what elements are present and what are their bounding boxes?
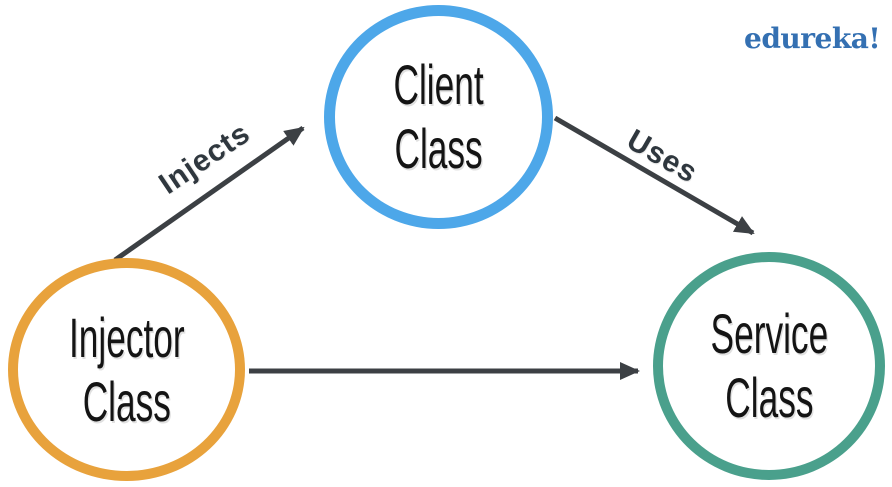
node-service-class: Service Class — [653, 252, 885, 480]
client-class-label: Client Class — [393, 53, 483, 181]
service-class-label: Service Class — [710, 302, 828, 430]
client-label-line2: Class — [394, 117, 483, 180]
edureka-logo: edureka! — [744, 22, 881, 55]
injector-class-label: Injector Class — [69, 306, 185, 434]
edge-injects-arrow — [113, 125, 305, 263]
node-injector-class: Injector Class — [8, 258, 245, 481]
injector-label-line1: Injector — [68, 305, 185, 369]
service-label-line2: Class — [724, 366, 814, 429]
injector-label-line2: Class — [82, 369, 171, 433]
service-label-line1: Service — [710, 302, 828, 366]
client-label-line1: Client — [393, 53, 484, 117]
node-client-class: Client Class — [324, 5, 553, 229]
edge-uses-arrow — [553, 115, 755, 236]
